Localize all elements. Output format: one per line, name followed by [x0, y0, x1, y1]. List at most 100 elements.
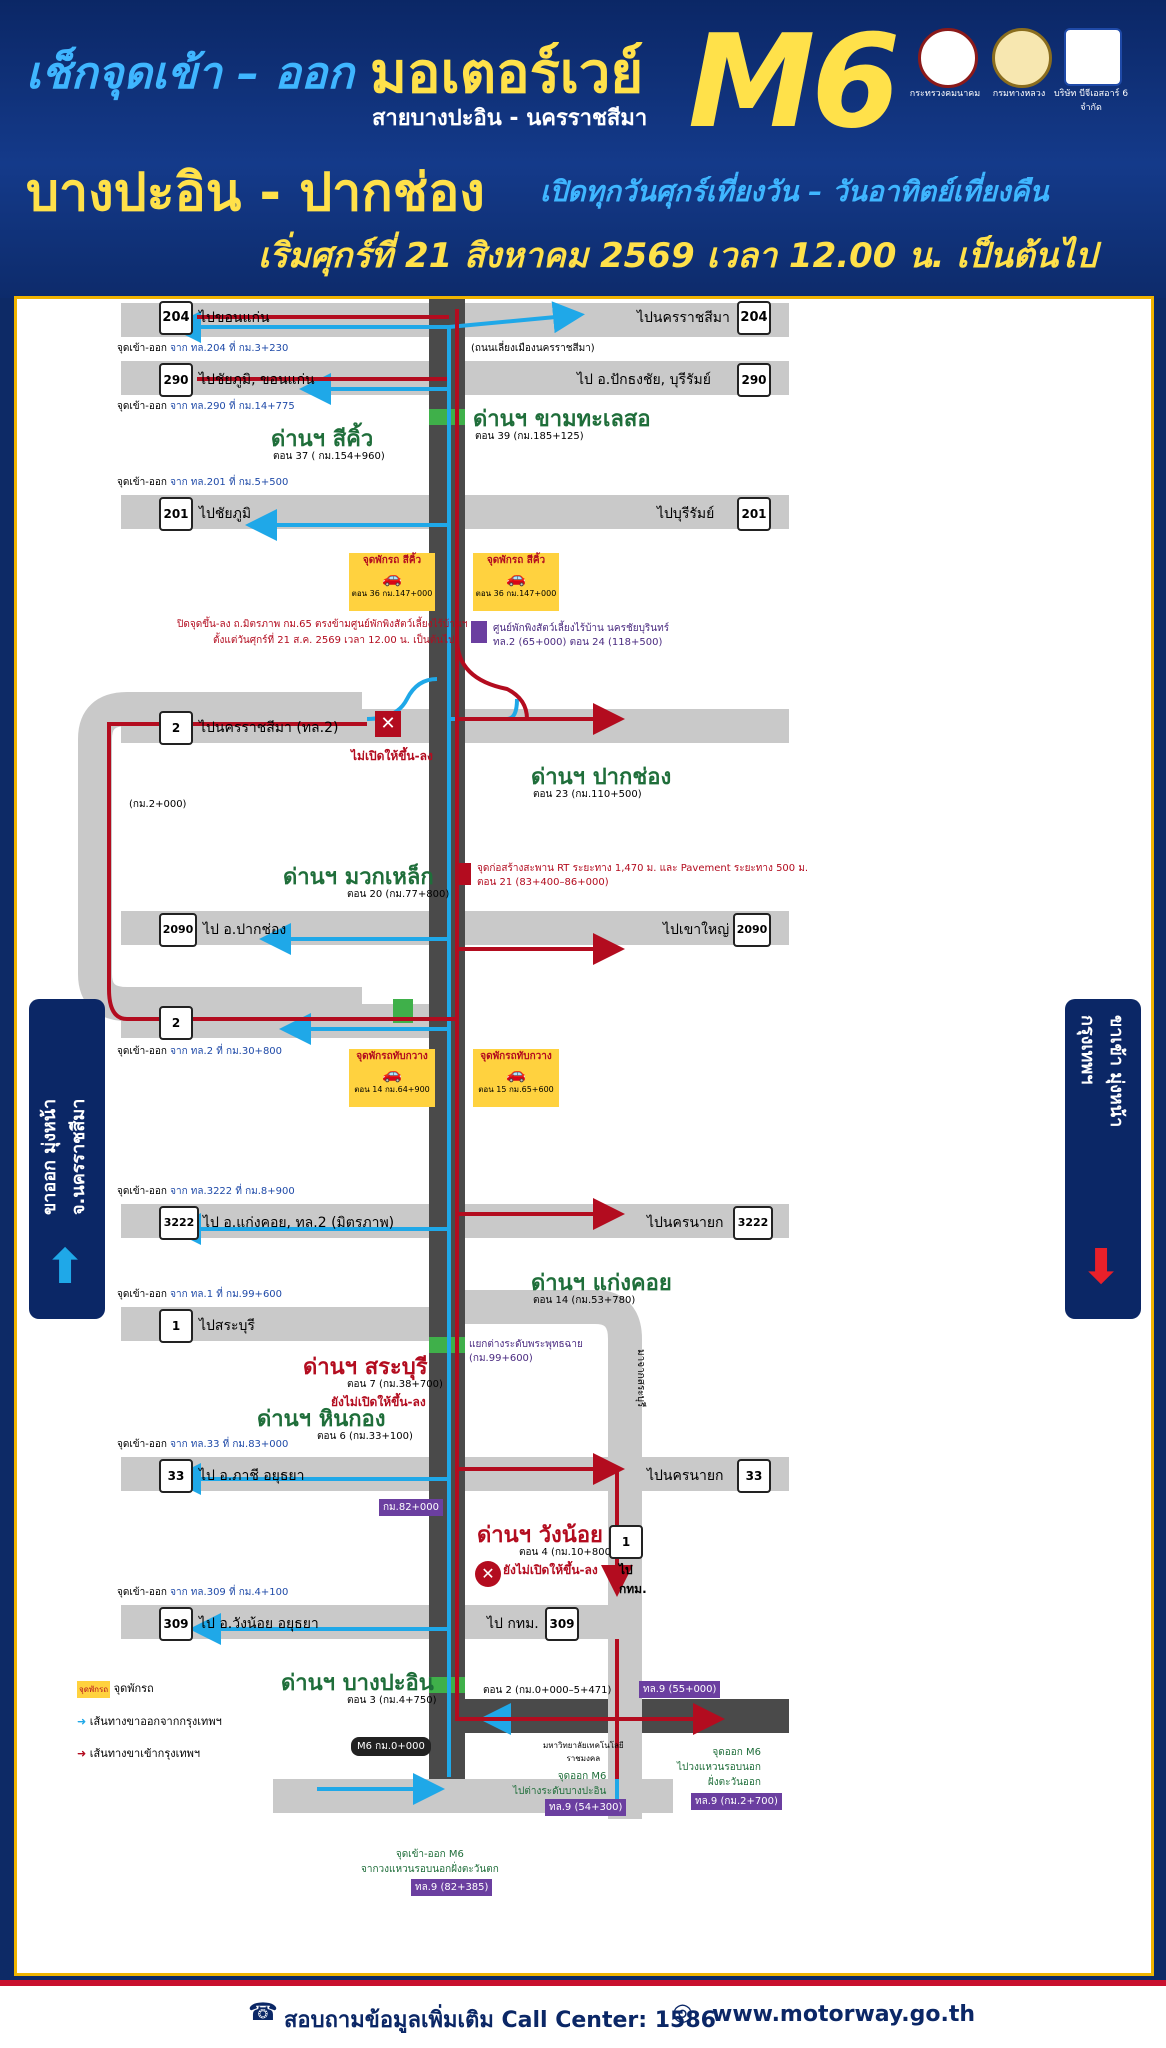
tl9-badge: ทล.9 (กม.2+700): [691, 1793, 782, 1810]
entry-src: จาก ทล.201 ที่ กม.5+500: [170, 477, 289, 488]
entry-label: จุดเข้า-ออก จาก ทล.3222 ที่ กม.8+900: [117, 1184, 295, 1199]
road-badge-2: 2: [159, 711, 193, 745]
road-badge-309-r: 309: [545, 1607, 579, 1641]
road-badge-201-r: 201: [737, 497, 771, 531]
closed-icon: ✕: [475, 1561, 501, 1587]
road-badge-290-r: 290: [737, 363, 771, 397]
red-arrow-icon: ➜: [77, 1747, 87, 1760]
down-arrow-icon: ⬇: [1081, 1239, 1122, 1295]
road-label-right: ไปนครราชสีมา: [637, 310, 730, 326]
road-badge-204-r: 204: [737, 301, 771, 335]
entry-label: จุดเข้า-ออก จาก ทล.1 ที่ กม.99+600: [117, 1287, 282, 1302]
title-m6: M6: [688, 8, 900, 157]
construction-note-1: จุดก่อสร้างสะพาน RT ระยะทาง 1,470 ม. และ…: [477, 863, 809, 874]
construction-note-2: ตอน 21 (83+400–86+000): [477, 877, 609, 888]
direction-text: ขาออก มุ่งหน้า จ.นครราชสีมา: [35, 1015, 93, 1215]
legend-rest-label: จุดพักรถ: [113, 1682, 154, 1695]
road-badge-290: 290: [159, 363, 193, 397]
call-center[interactable]: สอบถามข้อมูลเพิ่มเติม Call Center: 1586: [284, 2008, 716, 2033]
tl9-badge: ทล.9 (55+000): [639, 1681, 721, 1698]
km82-badge: กม.82+000: [379, 1499, 444, 1516]
road-badge-2090: 2090: [159, 913, 197, 947]
to-bkk: ไปกทม.: [619, 1561, 647, 1599]
toll-status: ยังไม่เปิดให้ขึ้น-ลง: [331, 1395, 426, 1409]
direction-2: จ.นครราชสีมา: [68, 1098, 89, 1215]
exit-east-3: ฝั่งตะวันออก: [707, 1777, 761, 1788]
footer: ☎ สอบถามข้อมูลเพิ่มเติม Call Center: 158…: [0, 1980, 1166, 2048]
doh-seal-icon: [992, 28, 1052, 88]
from-saraburi: มาจากสระบุรี: [635, 1349, 646, 1408]
toll-km: ตอน 23 (กม.110+500): [533, 789, 642, 800]
road-badge-1b: 1: [609, 1525, 643, 1559]
univ-note: มหาวิทยาลัยเทคโนโลยีราชมงคล: [543, 1739, 624, 1765]
road-badge-3222-r: 3222: [733, 1206, 773, 1240]
toll-status: ยังไม่เปิดให้ขึ้น-ลง: [503, 1563, 598, 1577]
entry-west-1: จุดเข้า-ออก M6: [395, 1849, 464, 1860]
direction-text: ขาเข้า มุ่งหน้ากรุงเทพฯ: [1073, 1015, 1131, 1215]
to-bkk-1: ไป: [619, 1563, 633, 1577]
car-icon: 🚗: [506, 1064, 526, 1083]
toll-name: ด่านฯ สีคิ้ว: [271, 427, 374, 452]
road-label-right: ไปเขาใหญ่: [663, 922, 730, 938]
entry-label: จุดเข้า-ออก จาก ทล.290 ที่ กม.14+775: [117, 399, 295, 414]
entry-src: จาก ทล.2 ที่ กม.30+800: [170, 1046, 283, 1057]
entry-text: จุดเข้า-ออก: [117, 1046, 167, 1057]
toll-name: ด่านฯ ปากช่อง: [531, 765, 672, 790]
phone-icon: ☎: [248, 1998, 278, 2026]
road-label-right: ไปนครนายก: [647, 1468, 724, 1484]
interchange-note-1: แยกต่างระดับพระพุทธฉาย: [469, 1339, 583, 1350]
logo-caption-ministry: กระทรวงคมนาคม: [909, 89, 981, 99]
title-section: บางปะอิน - ปากช่อง: [26, 163, 485, 223]
entry-west-2: จากวงแหวนรอบนอกฝั่งตะวันตก: [361, 1864, 499, 1875]
toll-name: ด่านฯ แก่งคอย: [531, 1271, 672, 1296]
entry-text: จุดเข้า-ออก: [117, 343, 167, 354]
close-note-1: ปิดจุดขึ้น-ลง ถ.มิตรภาพ กม.65 ตรงข้ามศูน…: [177, 619, 468, 630]
road-badge-201: 201: [159, 497, 193, 531]
road-label-left: ไป อ.แก่งคอย, ทล.2 (มิตรภาพ): [203, 1215, 395, 1231]
rest-name: จุดพักรถทับกวาง: [356, 1051, 428, 1062]
rest-km: ตอน 36 กม.147+000: [351, 589, 433, 598]
entry-src: จาก ทล.309 ที่ กม.4+100: [170, 1587, 289, 1598]
road-label-left: ไป อ.ภาชี อยุธยา: [199, 1468, 305, 1484]
entry-src: จาก ทล.33 ที่ กม.83+000: [170, 1439, 289, 1450]
toll-name: ด่านฯ สระบุรี: [303, 1355, 428, 1380]
website-link[interactable]: www.motorway.go.th: [712, 2002, 976, 2027]
entry-src: จาก ทล.1 ที่ กม.99+600: [170, 1289, 283, 1300]
rest-name: จุดพักรถทับกวาง: [480, 1051, 552, 1062]
road-label-left: ไปขอนแก่น: [199, 310, 270, 326]
km-note: (กม.2+000): [129, 799, 187, 810]
car-icon: 🚗: [382, 568, 402, 587]
bypass-note: (ถนนเลี่ยงเมืองนครราชสีมา): [471, 343, 595, 354]
entry-label: จุดเข้า-ออก จาก ทล.33 ที่ กม.83+000: [117, 1437, 288, 1452]
entry-label: จุดเข้า-ออก จาก ทล.204 ที่ กม.3+230: [117, 341, 288, 356]
outbound-routes: [169, 301, 619, 1809]
title-check: เช็กจุดเข้า – ออก: [26, 48, 354, 99]
direction-1: ขาออก มุ่งหน้า: [39, 1098, 60, 1215]
rest-name: จุดพักรถ สีคิ้ว: [486, 555, 546, 566]
toll-km: ตอน 3 (กม.4+750): [347, 1695, 437, 1706]
rest-area: จุดพักรถ สีคิ้ว🚗ตอน 36 กม.147+000: [473, 553, 559, 611]
toll-km: ตอน 20 (กม.77+800): [347, 889, 450, 900]
legend-inbound: ➜ เส้นทางขาเข้ากรุงเทพฯ: [77, 1744, 222, 1762]
toll-km: ตอน 14 (กม.53+780): [533, 1295, 636, 1306]
animal-note-1: ศูนย์พักพิงสัตว์เลี้ยงไร้บ้าน นครชัยบุริ…: [493, 623, 670, 634]
toll-name: ด่านฯ บางปะอิน: [281, 1671, 434, 1696]
blue-arrow-icon: ➜: [77, 1715, 87, 1728]
animal-note-2: ทล.2 (65+000) ตอน 24 (118+500): [493, 637, 663, 648]
entry-west: จุดเข้า-ออก M6 จากวงแหวนรอบนอกฝั่งตะวันตก: [361, 1847, 499, 1877]
exit-bpi-1: จุดออก M6: [557, 1771, 607, 1782]
title-motorway: มอเตอร์เวย์: [370, 41, 644, 106]
logo-caption-bgsr: บริษัท บีจีเอสอาร์ 6 จำกัด: [1053, 89, 1129, 113]
toll-km: ตอน 4 (กม.10+800): [519, 1547, 615, 1558]
globe-icon: ◎: [672, 1998, 693, 2026]
legend-inbound-label: เส้นทางขาเข้ากรุงเทพฯ: [89, 1747, 201, 1760]
entry-label: จุดเข้า-ออก จาก ทล.309 ที่ กม.4+100: [117, 1585, 288, 1600]
entry-src: จาก ทล.290 ที่ กม.14+775: [170, 401, 295, 412]
road-label-left: ไปสระบุรี: [199, 1318, 255, 1334]
road-badge-309: 309: [159, 1607, 193, 1641]
rest-badge-icon: จุดพักรถ: [77, 1681, 111, 1698]
direction-2: กรุงเทพฯ: [1077, 1015, 1098, 1085]
